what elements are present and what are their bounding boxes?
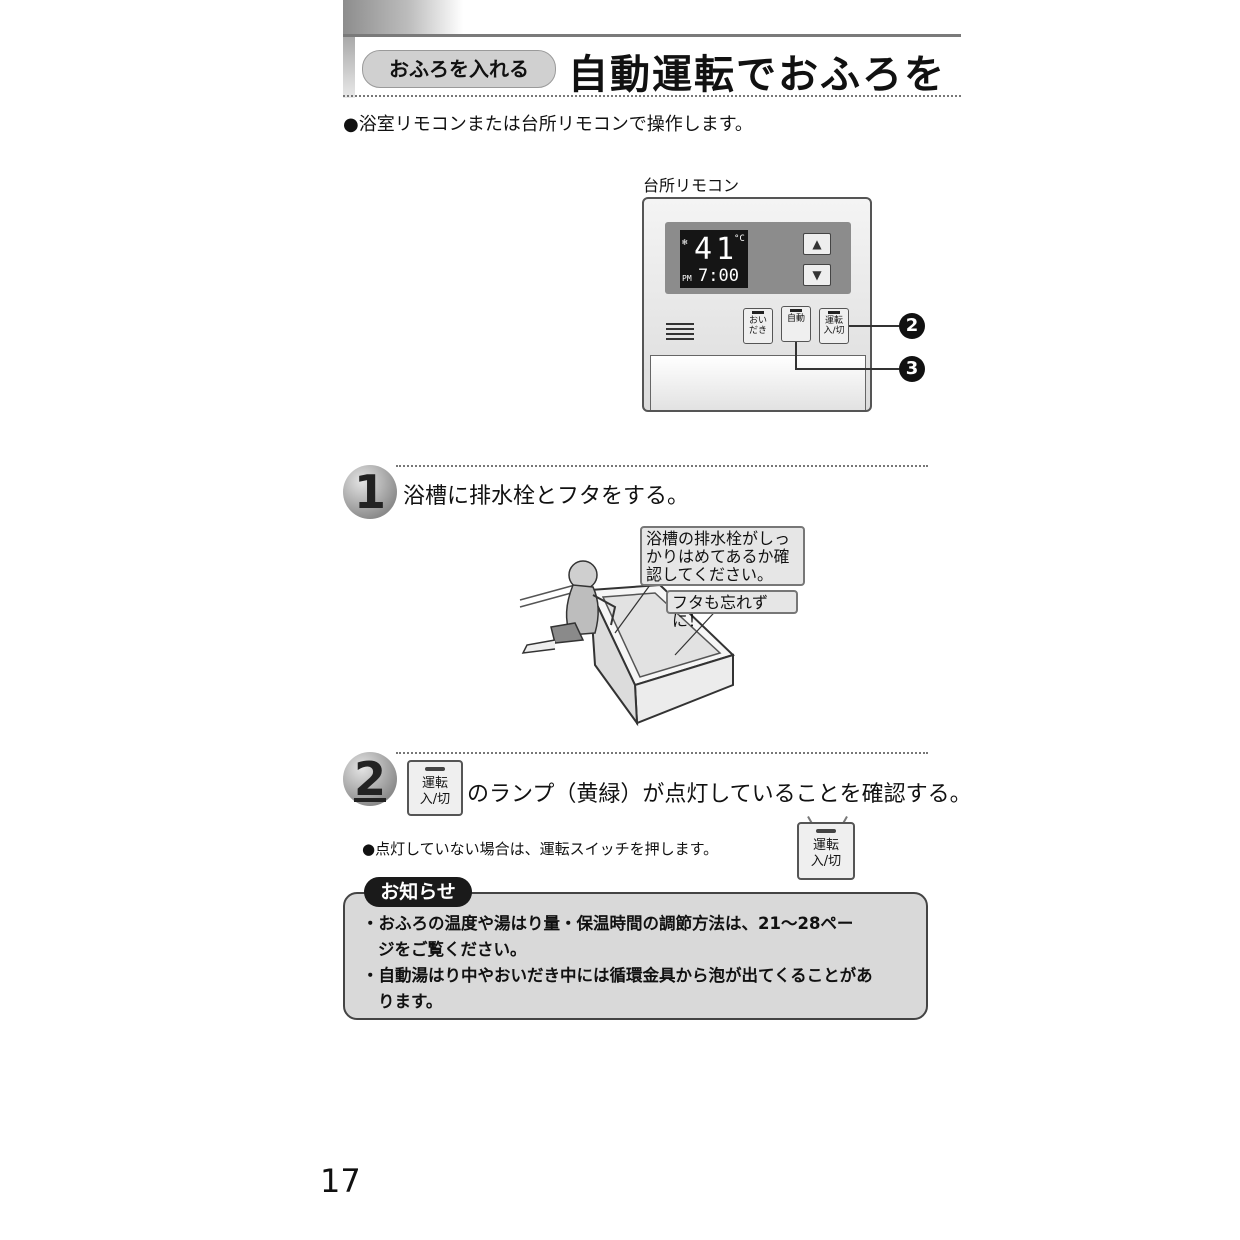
lcd-time: 7:00	[698, 266, 739, 286]
header-rule	[343, 34, 961, 37]
note-lid: フタも忘れずに！	[666, 590, 798, 630]
callout-line-3	[795, 368, 899, 370]
step1-dotted-rule	[396, 465, 928, 467]
step2-text: のランプ（黄緑）が点灯していることを確認する。	[467, 782, 972, 807]
callout-2: 2	[899, 313, 925, 339]
remote-lcd: ❄ 41 °C PM 7:00	[680, 230, 748, 288]
header-gradient	[343, 0, 463, 36]
notice-box	[343, 892, 928, 1020]
power-button[interactable]: 運転 入/切	[819, 308, 849, 344]
lcd-temperature: 41	[694, 232, 739, 267]
page-title: 自動運転でおふろを	[568, 52, 946, 98]
remote-label: 台所リモコン	[643, 176, 740, 195]
step-number-1: 1	[343, 465, 397, 519]
callout-3: 3	[899, 356, 925, 382]
step2-bullet: ●点灯していない場合は、運転スイッチを押します。	[362, 840, 719, 858]
temp-down-button[interactable]: ▼	[803, 264, 831, 286]
step1-text: 浴槽に排水栓とフタをする。	[403, 484, 690, 509]
callout-line-3-vertical	[795, 342, 797, 370]
notice-line-3: ・自動湯はり中やおいだき中には循環金具から泡が出てくることがあ	[362, 966, 873, 985]
note-drain-plug: 浴槽の排水栓がしっかりはめてあるか確認してください。	[640, 526, 805, 586]
intro-text: ●浴室リモコンまたは台所リモコンで操作します。	[343, 114, 753, 135]
callout-line-2	[849, 325, 899, 327]
step-number-2: 2	[343, 752, 397, 806]
page-number: 17	[320, 1162, 361, 1200]
lcd-unit: °C	[734, 234, 745, 244]
lcd-pm: PM	[682, 274, 692, 283]
notice-line-4: ります。	[378, 992, 443, 1011]
triangle-up-icon: ▲	[812, 237, 822, 251]
notice-line-1: ・おふろの温度や湯はり量・保温時間の調節方法は、21〜28ペー	[362, 914, 854, 933]
snowflake-icon: ❄	[682, 238, 688, 248]
category-pill: おふろを入れる	[362, 50, 556, 88]
power-button-icon: 運転 入/切	[407, 760, 463, 816]
bathtub-illustration	[519, 560, 735, 727]
triangle-down-icon: ▼	[812, 268, 822, 282]
header-dotted-rule	[343, 95, 961, 97]
speaker-grill-icon	[666, 323, 694, 343]
auto-button[interactable]: 自動	[781, 306, 811, 342]
power-button-lit-icon: 運転 入/切	[797, 822, 855, 880]
header-gradient-side	[343, 36, 355, 98]
notice-label: お知らせ	[364, 877, 472, 907]
remote-cover	[650, 355, 866, 410]
step2-dotted-rule	[396, 752, 928, 754]
temp-up-button[interactable]: ▲	[803, 233, 831, 255]
oidaki-button[interactable]: おい だき	[743, 308, 773, 344]
notice-line-2: ジをご覧ください。	[378, 940, 527, 959]
